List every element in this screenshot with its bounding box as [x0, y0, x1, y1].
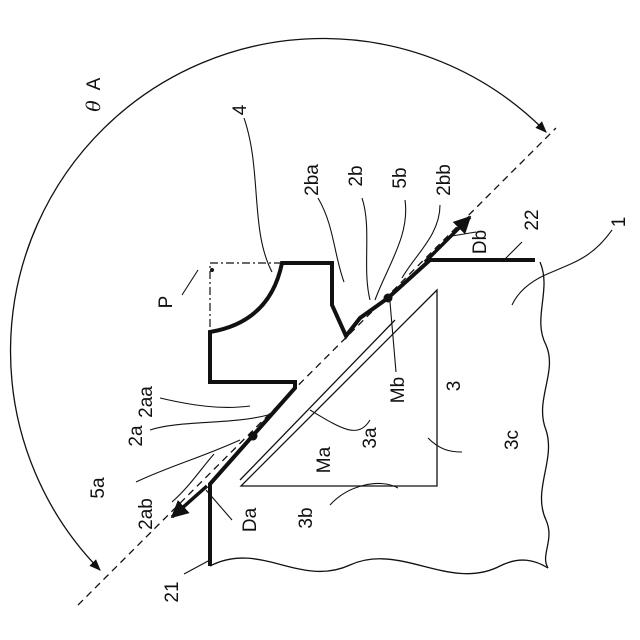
leader-5a: [136, 440, 240, 482]
label-2ab: 2ab: [136, 498, 157, 530]
label-22: 22: [522, 209, 543, 230]
point-p-dot: [210, 268, 214, 272]
angle-letter-label: A: [84, 77, 105, 90]
angle-symbol-label: θ: [83, 100, 105, 112]
leader-21: [184, 560, 210, 574]
label-5a: 5a: [88, 477, 109, 499]
label-2bb: 2bb: [434, 164, 455, 196]
label-mb: Mb: [388, 377, 409, 403]
phantom-corner: [210, 263, 282, 332]
leader-p: [182, 270, 198, 295]
midpoint-ma: [249, 432, 258, 441]
leader-1: [512, 230, 612, 305]
leader-3c: [428, 438, 462, 452]
label-2aa: 2aa: [136, 386, 157, 418]
leader-2aa: [160, 398, 250, 407]
wavy-break-right: [540, 262, 549, 568]
leader-2b: [362, 198, 370, 300]
leader-4: [244, 118, 272, 272]
direction-arrow-db: [425, 217, 470, 262]
label-ma: Ma: [314, 446, 335, 473]
label-5b: 5b: [390, 167, 411, 188]
dashed-reference-line: [78, 128, 556, 605]
label-2ba: 2ba: [302, 164, 323, 196]
label-p: P: [156, 296, 177, 309]
leader-2ab: [172, 454, 214, 502]
leader-2a: [150, 415, 268, 430]
label-3c: 3c: [502, 430, 523, 450]
midpoint-mb: [384, 294, 393, 303]
label-2b: 2b: [346, 165, 367, 186]
label-da: Da: [240, 507, 261, 532]
direction-arrow-da: [172, 486, 207, 517]
label-21: 21: [162, 581, 183, 602]
label-db: Db: [470, 230, 491, 254]
leader-3b: [330, 483, 398, 505]
label-4: 4: [230, 104, 251, 115]
leader-3a: [310, 410, 370, 430]
label-3: 3: [444, 381, 465, 392]
label-3b: 3b: [296, 507, 317, 528]
wavy-break-bottom: [210, 558, 548, 574]
label-2a: 2a: [126, 425, 147, 447]
label-3a: 3a: [360, 427, 381, 449]
label-1: 1: [609, 217, 630, 228]
